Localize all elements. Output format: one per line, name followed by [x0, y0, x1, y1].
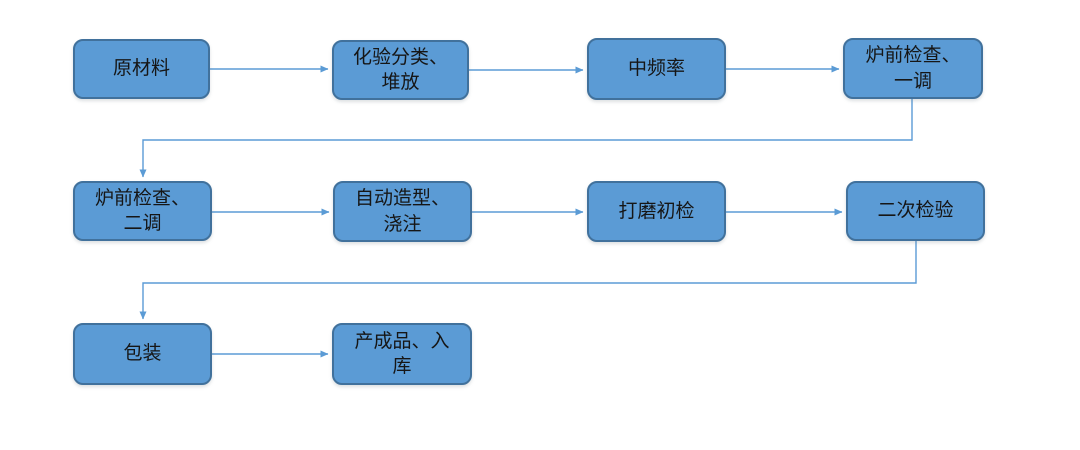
node-packaging: 包装	[73, 323, 212, 385]
node-grinding-initial-inspection: 打磨初检	[587, 181, 726, 242]
node-medium-frequency: 中频率	[587, 38, 726, 100]
node-grinding-initial-inspection-label: 打磨初检	[618, 200, 695, 222]
connector-secondary-inspection-to-packaging	[139, 241, 917, 320]
node-secondary-inspection: 二次检验	[846, 181, 985, 241]
node-furnace-check-second-adjust: 炉前检查、 二调	[73, 181, 212, 241]
node-test-classify-stack: 化验分类、 堆放	[332, 40, 469, 100]
node-test-classify-stack-label: 化验分类、 堆放	[352, 46, 448, 93]
node-auto-molding-pouring: 自动造型、 浇注	[333, 181, 472, 242]
node-finished-goods-warehousing-label: 产成品、入 库	[354, 330, 450, 377]
node-packaging-label: 包装	[123, 343, 162, 365]
node-auto-molding-pouring-label: 自动造型、 浇注	[354, 188, 450, 235]
node-furnace-check-second-adjust-label: 炉前检查、 二调	[94, 187, 190, 234]
node-furnace-check-first-adjust-label: 炉前检查、 一调	[865, 45, 961, 92]
node-medium-frequency-label: 中频率	[627, 58, 685, 80]
node-furnace-check-first-adjust: 炉前检查、 一调	[843, 38, 983, 99]
node-secondary-inspection-label: 二次检验	[877, 200, 954, 222]
node-finished-goods-warehousing: 产成品、入 库	[332, 323, 472, 385]
node-raw-material: 原材料	[73, 39, 210, 99]
node-raw-material-label: 原材料	[112, 58, 170, 80]
connector-furnace-check-1-to-furnace-check-2	[139, 99, 913, 178]
